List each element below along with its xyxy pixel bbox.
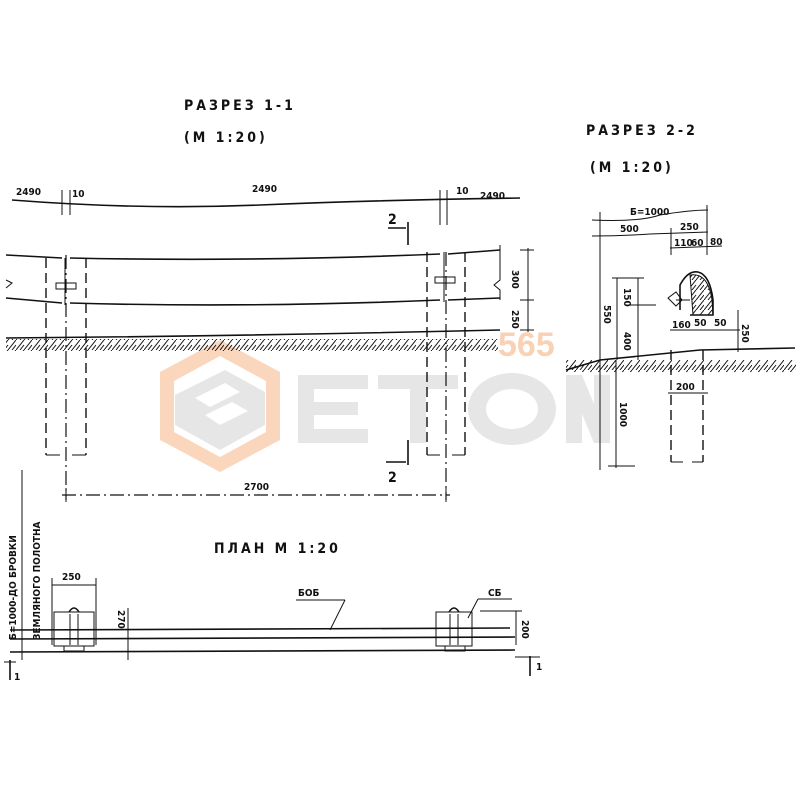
- section-2-2: РАЗРЕЗ 2-2 (М 1:20) Б=1000 500 250 110 6…: [565, 123, 796, 470]
- plan-title: ПЛАН М 1:20: [214, 541, 341, 557]
- section-2-2-scale: (М 1:20): [590, 160, 674, 176]
- dim-h-250: 250: [739, 324, 750, 343]
- section-marker-2-bottom: 2: [388, 470, 397, 486]
- dim-small-a: 110: [674, 238, 693, 249]
- watermark-phone: 565: [498, 326, 555, 364]
- dim-right-gap: 10: [456, 186, 469, 197]
- plan-dim-beam-offset: 270: [115, 610, 126, 629]
- plan-dim-post-width: 250: [62, 572, 81, 583]
- dim-beam-width: 250: [680, 222, 699, 233]
- dim-embed-depth: 1000: [617, 402, 628, 427]
- watermark: 565: [160, 326, 610, 472]
- plan-side-note-2: ЗЕМЛЯНОГО ПОЛОТНА: [32, 521, 43, 640]
- dim-h-550: 550: [601, 305, 612, 324]
- dim-center-span: 2490: [252, 184, 277, 195]
- dim-small-b: 60: [691, 238, 704, 249]
- dim-offset: 500: [620, 224, 639, 235]
- section-1-1-scale: (М 1:20): [184, 130, 268, 146]
- dim-h-150: 150: [621, 288, 632, 307]
- dim-small-c: 80: [710, 237, 723, 248]
- dim-right-span: 2490: [480, 191, 505, 202]
- plan-side-note-1: Б=1000-ДО БРОВКИ: [8, 535, 19, 640]
- section-2-2-title: РАЗРЕЗ 2-2: [586, 123, 698, 139]
- plan-label-beam: БОБ: [298, 588, 320, 599]
- section-marker-2-top: 2: [388, 212, 397, 228]
- dim-left-span: 2490: [16, 187, 41, 198]
- dim-w-50a: 50: [694, 318, 707, 329]
- dim-w-160: 160: [672, 320, 691, 331]
- section-marker-1-right: 1: [536, 662, 542, 673]
- dim-beam-height: 300: [509, 270, 520, 289]
- dim-clearance: 250: [509, 310, 520, 329]
- section-1-1-title: РАЗРЕЗ 1-1: [184, 98, 296, 114]
- dim-post-width: 200: [676, 382, 695, 393]
- plan-view: ПЛАН М 1:20 Б=1000-ДО БРОВКИ ЗЕМЛЯНОГО П…: [4, 470, 542, 683]
- section-1-1: РАЗРЕЗ 1-1 (М 1:20) 2490 10 2490 10 2490…: [5, 98, 534, 502]
- dim-h-400: 400: [621, 332, 632, 351]
- plan-label-post: СБ: [488, 588, 502, 599]
- dim-left-gap: 10: [72, 189, 85, 200]
- section-marker-1-left: 1: [14, 672, 20, 683]
- plan-dim-edge-offset: 200: [519, 620, 530, 639]
- dim-post-spacing: 2700: [244, 482, 269, 493]
- dim-w-50b: 50: [714, 318, 727, 329]
- dim-b-total: Б=1000: [630, 207, 669, 218]
